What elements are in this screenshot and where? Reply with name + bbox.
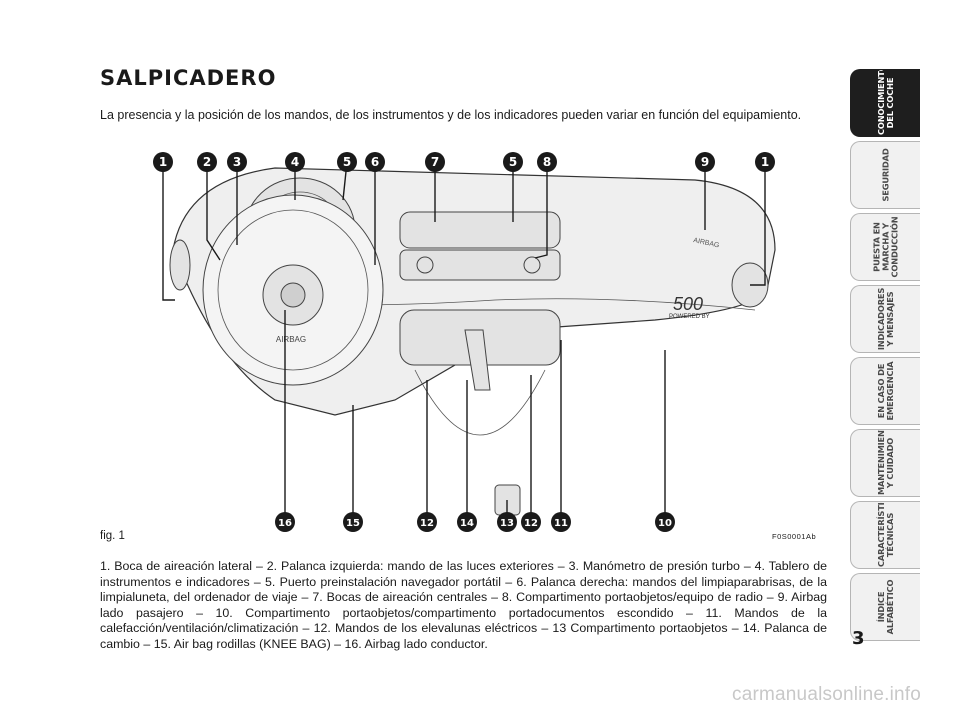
left-side-vent (169, 239, 191, 291)
figure-code: F0S0001Ab (772, 532, 817, 541)
svg-text:2: 2 (203, 155, 211, 169)
callout-12-left: 12 (417, 512, 437, 532)
svg-text:15: 15 (346, 518, 360, 529)
svg-text:5: 5 (509, 155, 517, 169)
svg-text:9: 9 (701, 155, 709, 169)
svg-text:8: 8 (543, 155, 551, 169)
svg-text:13: 13 (500, 518, 514, 529)
tab-label: MANTENIMIENTO Y CUIDADO (875, 429, 895, 495)
callout-12-right: 12 (521, 512, 541, 532)
svg-text:4: 4 (291, 155, 299, 169)
central-vents (399, 211, 561, 249)
callout-9: 9 (695, 152, 715, 172)
callout-10: 10 (655, 512, 675, 532)
brand-logo: 500 (673, 294, 703, 314)
page-number: 3 (852, 628, 865, 649)
radio-unit (399, 249, 561, 281)
tab-caracteristicas[interactable]: CARACTERÍSTICAS TÉCNICAS (850, 501, 920, 569)
tab-indicadores[interactable]: INDICADORES Y MENSAJES (850, 285, 920, 353)
dashboard-illustration: AIRBAG AIRBAG 500 POWERED BY (153, 152, 776, 532)
svg-text:12: 12 (524, 518, 538, 529)
svg-text:7: 7 (431, 155, 439, 169)
svg-text:1: 1 (761, 155, 769, 169)
figure-caption: 1. Boca de aireación lateral – 2. Palanc… (100, 559, 827, 651)
callout-14: 14 (457, 512, 477, 532)
tab-emergencia[interactable]: EN CASO DE EMERGENCIA (850, 357, 920, 425)
svg-text:1: 1 (159, 155, 167, 169)
svg-text:6: 6 (371, 155, 379, 169)
svg-text:11: 11 (554, 518, 568, 529)
svg-text:10: 10 (658, 518, 672, 529)
tab-label: CONOCIMIENTO DEL COCHE (875, 69, 895, 135)
dashboard-figure: AIRBAG AIRBAG 500 POWERED BY (95, 140, 835, 540)
callout-16: 16 (275, 512, 295, 532)
intro-text: La presencia y la posición de los mandos… (100, 108, 802, 122)
tab-puesta-en-marcha[interactable]: PUESTA EN MARCHA Y CONDUCCIÓN (850, 213, 920, 281)
chapter-sidebar: CONOCIMIENTO DEL COCHE SEGURIDAD PUESTA … (850, 69, 920, 645)
powered-by-text: POWERED BY (669, 314, 710, 320)
tab-label: INDICADORES Y MENSAJES (875, 287, 895, 351)
callout-6: 6 (365, 152, 385, 172)
svg-text:3: 3 (233, 155, 241, 169)
watermark: carmanualsonline.info (732, 684, 922, 705)
tab-label: EN CASO DE EMERGENCIA (875, 361, 895, 421)
callout-3: 3 (227, 152, 247, 172)
callout-11: 11 (551, 512, 571, 532)
airbag-wheel-text: AIRBAG (276, 335, 306, 344)
callout-2: 2 (197, 152, 217, 172)
svg-text:12: 12 (420, 518, 434, 529)
tab-label: ÍNDICE ALFABÉTICO (875, 579, 895, 635)
tab-conocimiento-del-coche[interactable]: CONOCIMIENTO DEL COCHE (850, 69, 920, 137)
callout-15: 15 (343, 512, 363, 532)
callout-7: 7 (425, 152, 445, 172)
svg-text:5: 5 (343, 155, 351, 169)
tab-mantenimiento[interactable]: MANTENIMIENTO Y CUIDADO (850, 429, 920, 497)
callout-1-left: 1 (153, 152, 173, 172)
tab-label: PUESTA EN MARCHA Y CONDUCCIÓN (871, 216, 899, 278)
callout-1-right: 1 (755, 152, 775, 172)
gear-lever (464, 329, 491, 391)
tab-seguridad[interactable]: SEGURIDAD (850, 141, 920, 209)
tab-label: CARACTERÍSTICAS TÉCNICAS (875, 501, 895, 567)
tab-label: SEGURIDAD (880, 148, 890, 202)
callout-5-left: 5 (337, 152, 357, 172)
callout-8: 8 (537, 152, 557, 172)
svg-text:16: 16 (278, 518, 292, 529)
callout-4: 4 (285, 152, 305, 172)
svg-text:14: 14 (460, 518, 474, 529)
figure-label: fig. 1 (100, 530, 125, 542)
callout-13: 13 (497, 512, 517, 532)
tab-indice[interactable]: ÍNDICE ALFABÉTICO (850, 573, 920, 641)
page-title: SALPICADERO (100, 66, 277, 90)
callout-5-right: 5 (503, 152, 523, 172)
